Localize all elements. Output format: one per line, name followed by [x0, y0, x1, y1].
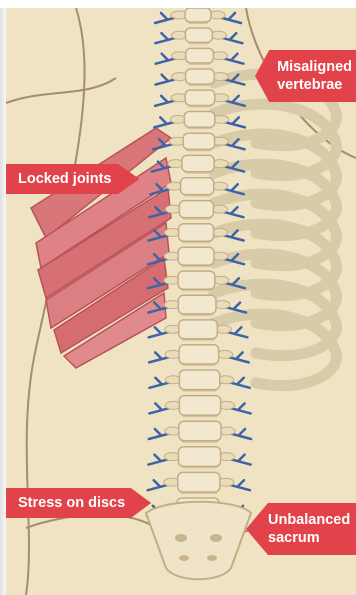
vertebra	[186, 69, 215, 84]
label-line: sacrum	[268, 529, 356, 547]
vertebra	[178, 472, 220, 492]
vertebra	[178, 247, 214, 265]
rib-cage	[214, 74, 336, 386]
vertebra	[179, 345, 219, 364]
label-unbalanced-sacrum: Unbalanced sacrum	[246, 503, 356, 555]
vertebra	[186, 48, 214, 63]
vertebra	[179, 320, 218, 339]
vertebra	[179, 396, 220, 416]
sacrum	[146, 502, 251, 580]
sacral-foramen	[207, 555, 217, 561]
label-misaligned-vertebrae: Misaligned vertebrae	[255, 50, 356, 102]
sacral-foramen	[179, 555, 189, 561]
spine-illustration: Misaligned vertebrae Locked joints Stres…	[6, 8, 356, 595]
vertebra	[183, 133, 214, 149]
label-stress-on-discs: Stress on discs	[6, 488, 151, 518]
label-line: Locked joints	[18, 170, 111, 188]
vertebra	[185, 28, 212, 42]
vertebra	[182, 155, 214, 171]
vertebra	[178, 447, 220, 467]
label-line: Misaligned	[277, 58, 352, 76]
vertebra	[185, 90, 215, 105]
vertebra	[178, 271, 215, 289]
sacral-foramen	[175, 534, 187, 542]
vertebra	[178, 295, 216, 314]
vertebra	[184, 112, 215, 128]
vertebra	[179, 370, 219, 390]
label-line: Stress on discs	[18, 494, 125, 512]
vertebra	[185, 8, 211, 22]
label-locked-joints: Locked joints	[6, 164, 139, 194]
label-line: vertebrae	[277, 76, 352, 94]
sacral-foramen	[210, 534, 222, 542]
vertebra	[179, 224, 214, 242]
label-line: Unbalanced	[268, 511, 356, 529]
vertebra	[179, 421, 221, 441]
vertebra	[181, 178, 214, 195]
shoulder-line	[6, 78, 116, 103]
vertebra	[179, 201, 213, 218]
